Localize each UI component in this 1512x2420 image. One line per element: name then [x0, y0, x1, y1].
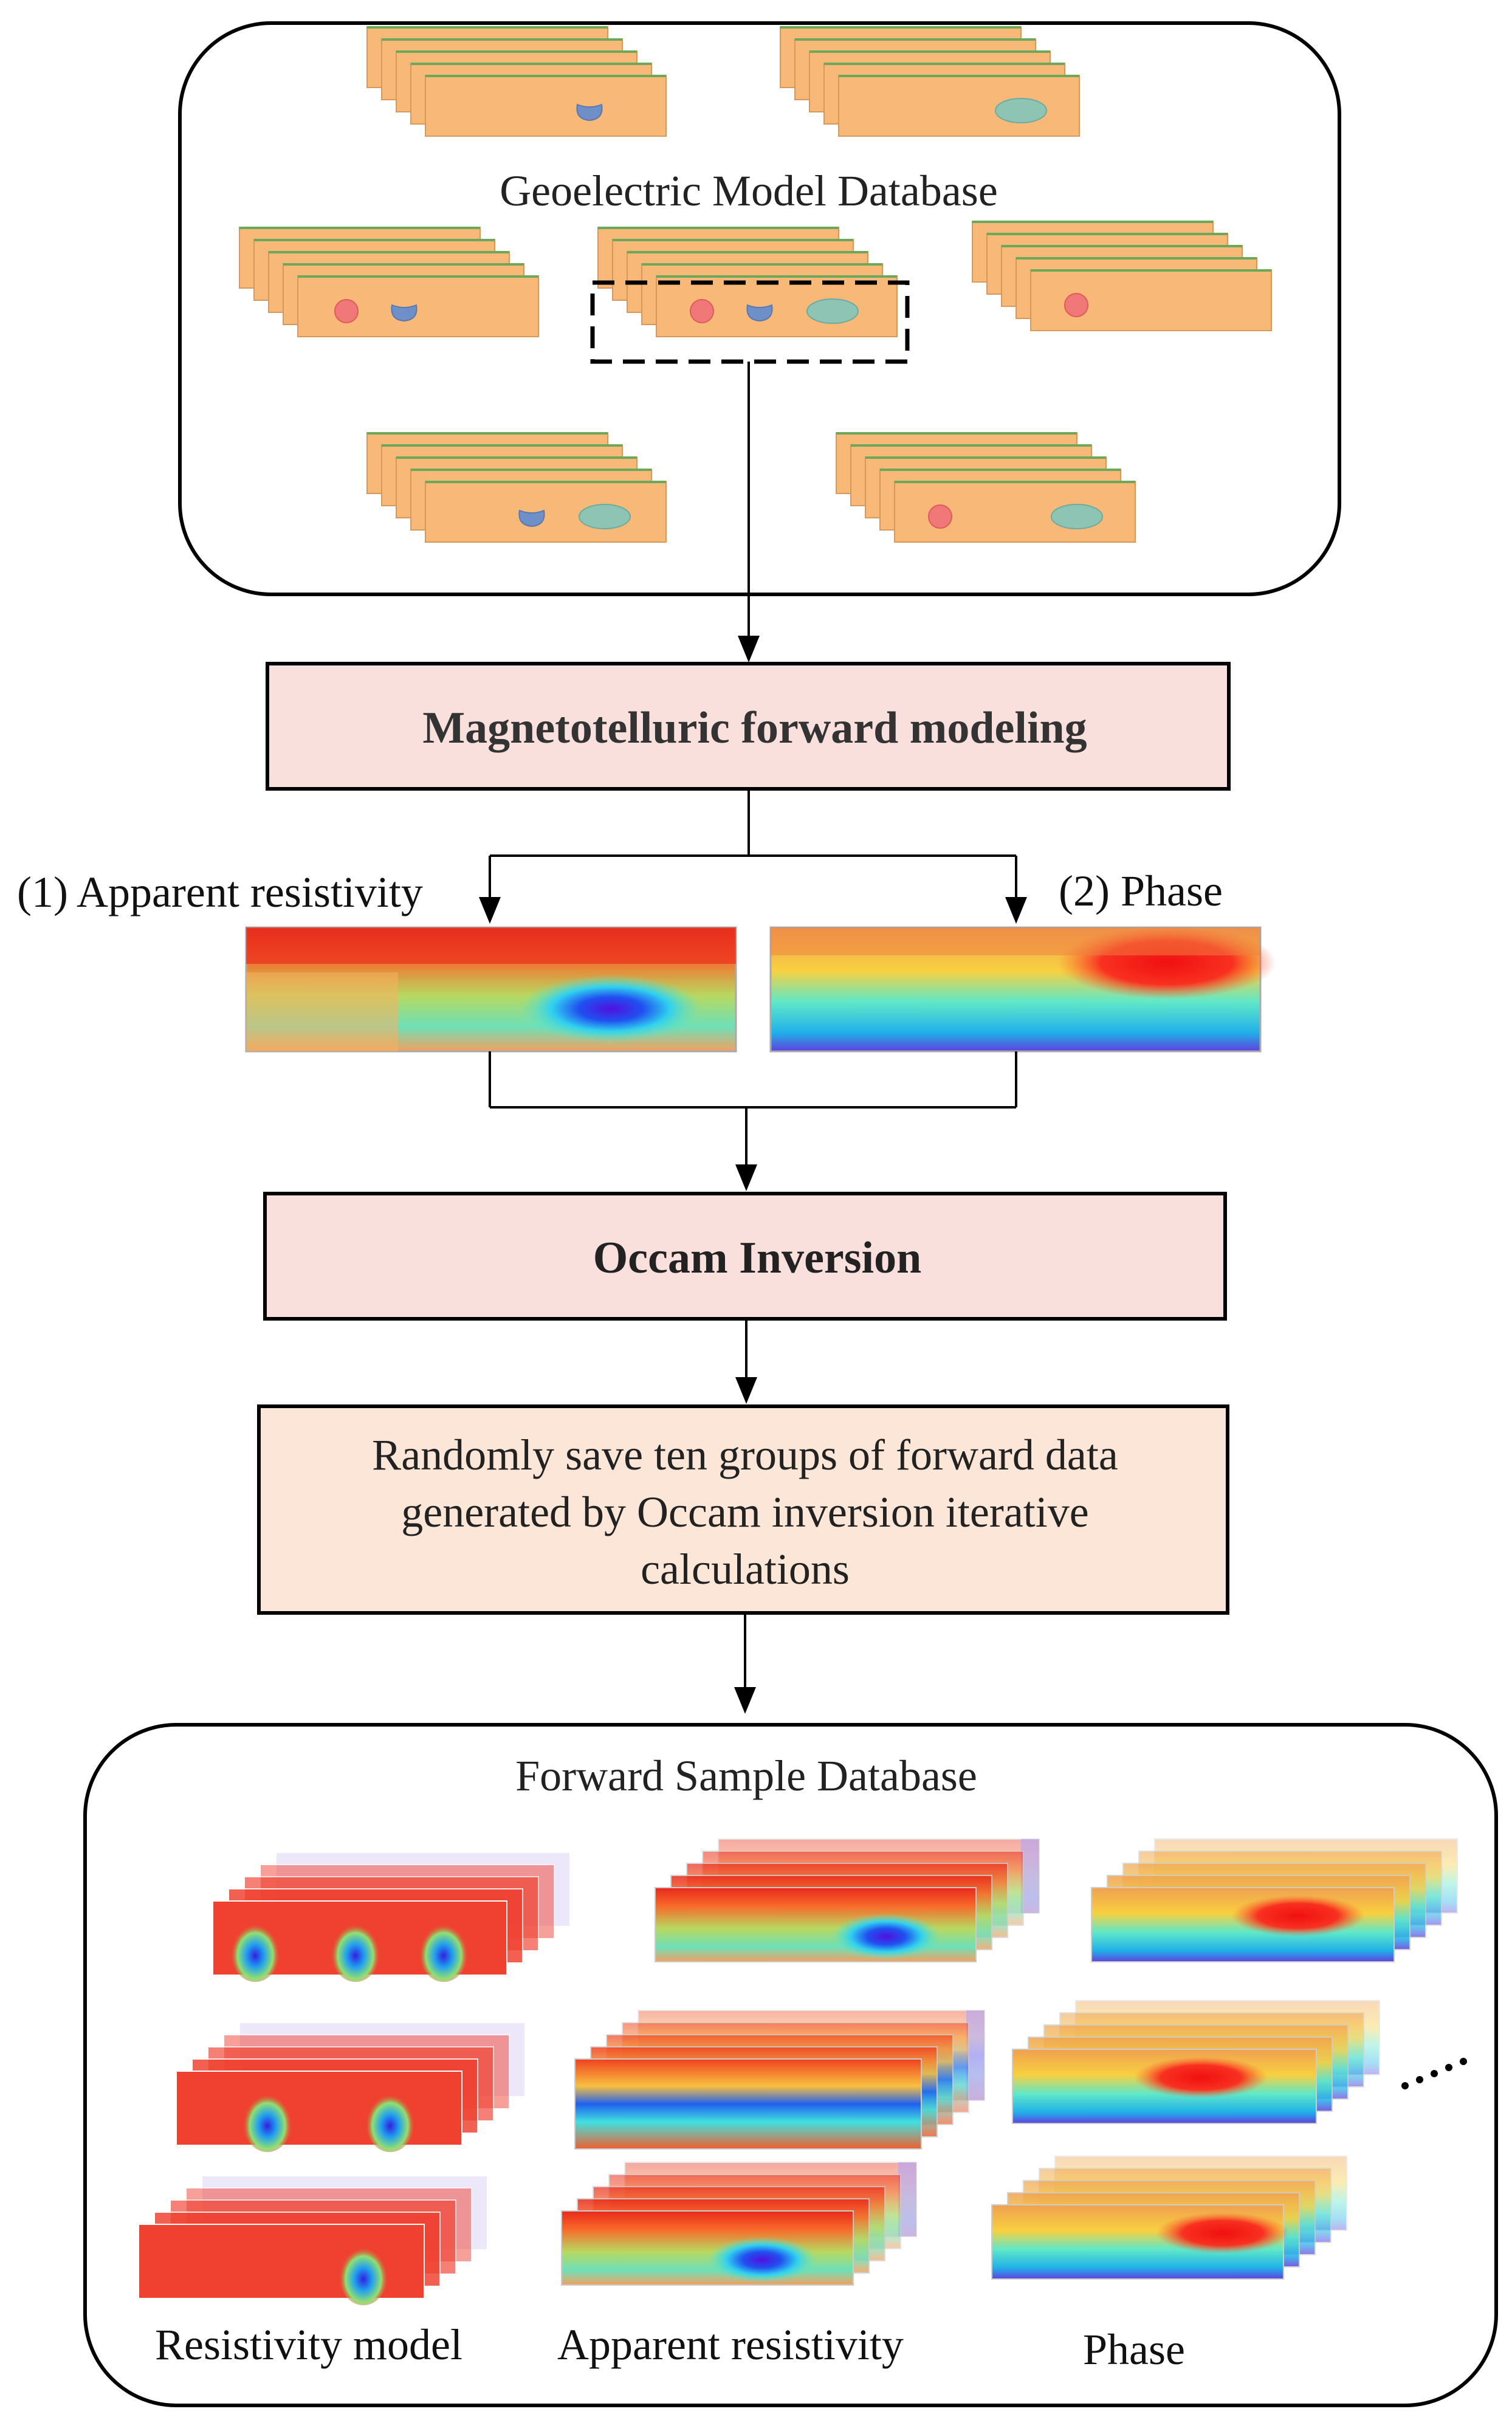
sample-sheet [655, 1887, 977, 1962]
arrow-down-icon [738, 636, 760, 662]
teal-anomaly [579, 504, 631, 529]
forward-modeling-label: Magnetotelluric forward modeling [422, 703, 1087, 753]
sample-sheet [1091, 1887, 1395, 1962]
apparent-resistivity-image [245, 926, 737, 1053]
resistivity-model-stack [212, 1852, 571, 1982]
phase-stack [991, 2156, 1347, 2280]
sample-sheet [212, 1900, 507, 1982]
red-anomaly [928, 504, 952, 529]
phase-caption: Phase [1083, 2325, 1185, 2374]
save-line-3: calculations [641, 1545, 850, 1593]
resistivity-model-caption: Resistivity model [155, 2320, 462, 2369]
sample-sheet [561, 2210, 854, 2286]
geoelectric-database-panel [178, 21, 1341, 596]
occam-inversion-box [263, 1192, 1227, 1321]
red-anomaly [690, 299, 714, 323]
occam-inversion-label: Occam Inversion [593, 1233, 922, 1283]
teal-anomaly [995, 98, 1047, 123]
red-anomaly [334, 299, 359, 323]
sample-sheet [138, 2224, 425, 2306]
model-stack [972, 221, 1272, 331]
blue-anomaly [518, 509, 545, 528]
sample-sheet [991, 2204, 1290, 2280]
apparent-resistivity-stack [561, 2162, 917, 2286]
blue-anomaly [391, 304, 418, 322]
sample-sheet [574, 2058, 922, 2150]
blue-anomaly [746, 304, 773, 322]
save-forward-data-box [257, 1404, 1229, 1615]
dotted-continuation-icon [1401, 2058, 1467, 2089]
save-line-1: Randomly save ten groups of forward data [372, 1431, 1118, 1479]
model-stack [366, 432, 667, 543]
arrow-down-icon [734, 1687, 756, 1714]
model-stack [239, 227, 539, 337]
arrow-down-icon [735, 1164, 757, 1191]
model-sheet [838, 75, 1080, 137]
forward-sample-database-panel [83, 1723, 1498, 2407]
arrow-down-icon [735, 1377, 757, 1404]
model-sheet [297, 275, 539, 337]
forward-modeling-box [266, 662, 1231, 791]
forward-sample-database-title: Forward Sample Database [515, 1751, 977, 1800]
model-sheet [894, 481, 1136, 543]
apparent-resistivity-stack [655, 1838, 1040, 1962]
phase-stack [1012, 2000, 1380, 2124]
model-stack [780, 26, 1080, 137]
resistivity-model-stack [176, 2022, 526, 2153]
apparent-resistivity-stack [574, 2010, 985, 2150]
sample-sheet [176, 2071, 462, 2153]
apparent-resistivity-label: (1) Apparent resistivity [17, 868, 423, 916]
model-sheet [425, 75, 667, 137]
model-sheet [1030, 269, 1272, 331]
red-anomaly [1064, 293, 1088, 317]
blue-anomaly [576, 103, 603, 122]
phase-image [769, 926, 1276, 1053]
sample-sheet [1012, 2049, 1317, 2124]
teal-anomaly [1051, 504, 1103, 529]
geoelectric-database-title: Geoelectric Model Database [500, 167, 998, 215]
model-stack [836, 432, 1136, 543]
save-line-2: generated by Occam inversion iterative [401, 1488, 1089, 1536]
apparent-resistivity-caption: Apparent resistivity [557, 2320, 904, 2369]
teal-anomaly [806, 298, 859, 324]
arrow-down-icon [479, 897, 501, 924]
phase-stack [1091, 1838, 1458, 1962]
resistivity-model-stack [138, 2175, 488, 2306]
model-sheet [656, 275, 898, 337]
arrow-down-icon [1005, 897, 1027, 924]
model-sheet [425, 481, 667, 543]
model-stack [366, 26, 667, 137]
phase-label: (2) Phase [1059, 867, 1223, 915]
